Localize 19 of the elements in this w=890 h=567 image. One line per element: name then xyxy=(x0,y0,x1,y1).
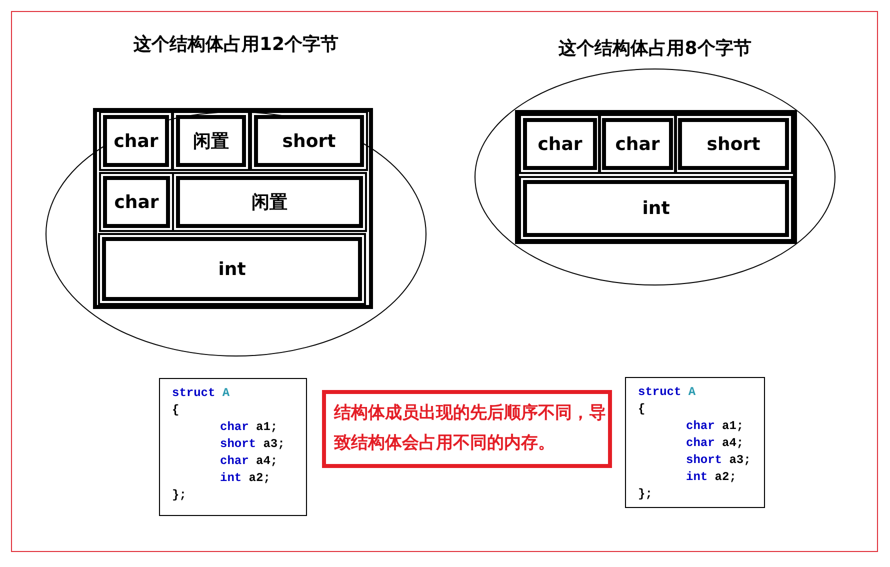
code-line: short a3; xyxy=(220,436,285,453)
code-box xyxy=(625,377,765,508)
code-line: int a2; xyxy=(686,469,736,486)
ellipse-heading: 这个结构体占用12个字节 xyxy=(132,33,340,56)
code-line: char a4; xyxy=(686,435,744,452)
code-line: }; xyxy=(172,487,186,504)
code-line: { xyxy=(638,401,646,418)
code-line: char a4; xyxy=(220,453,278,470)
code-line: struct A xyxy=(638,384,696,401)
code-line: char a1; xyxy=(220,419,278,436)
note-box: 结构体成员出现的先后顺序不同，导致结构体会占用不同的内存。 xyxy=(322,390,612,468)
code-line: int a2; xyxy=(220,470,270,487)
code-line: struct A xyxy=(172,385,230,402)
code-box xyxy=(159,378,307,516)
code-line: short a3; xyxy=(686,452,751,469)
code-line: { xyxy=(172,402,180,419)
code-line: }; xyxy=(638,486,652,503)
code-line: char a1; xyxy=(686,418,744,435)
ellipse-heading: 这个结构体占用8个字节 xyxy=(558,37,752,60)
